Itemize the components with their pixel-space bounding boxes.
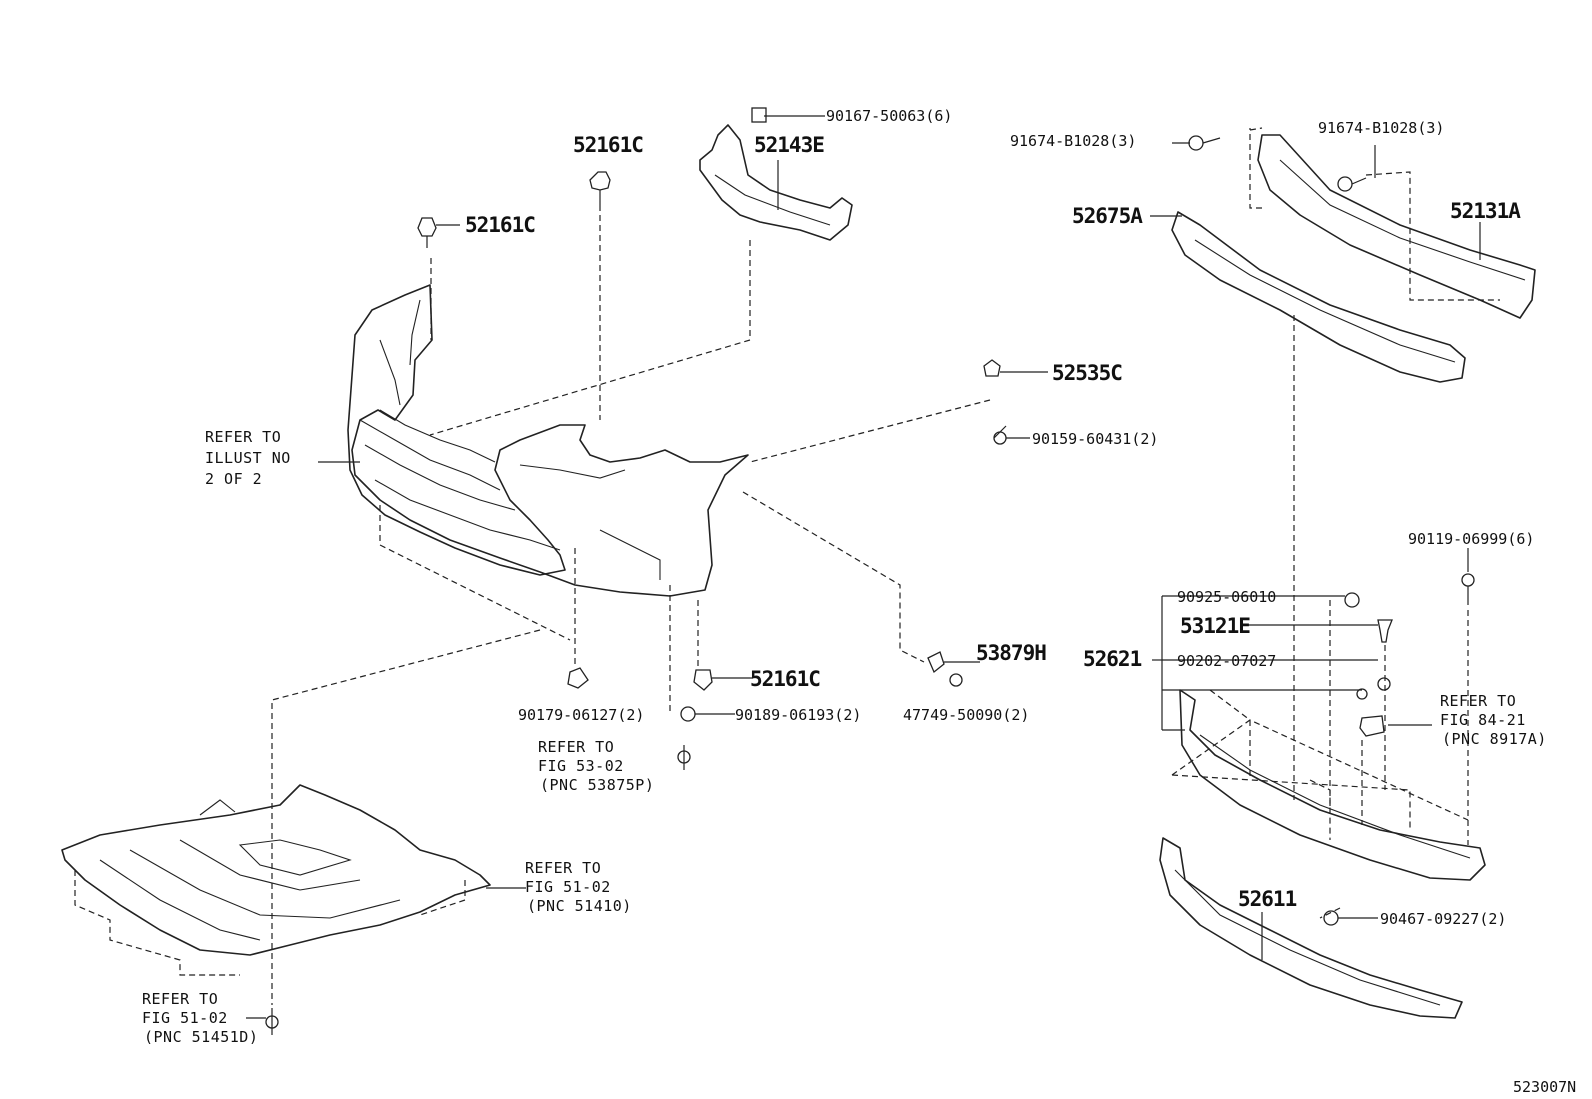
ref-fig51a-line2: FIG 51-02 (525, 878, 611, 896)
label-52675a: 52675A (1072, 204, 1143, 228)
bumper-cover-drawing (347, 284, 749, 597)
label-90167-50063: 90167-50063(6) (826, 107, 952, 125)
ref-fig53-line2: FIG 53-02 (538, 757, 624, 775)
ref-illust-line3: 2 OF 2 (205, 470, 262, 488)
label-52535c: 52535C (1052, 361, 1122, 385)
absorber-52675a-drawing (1171, 211, 1466, 383)
reference-notes: REFER TO ILLUST NO 2 OF 2 REFER TO FIG 5… (142, 428, 1547, 1046)
lower-absorber-52611-drawing (1159, 837, 1463, 1019)
ref-illust-line2: ILLUST NO (205, 449, 291, 467)
ref-fig51b-line2: FIG 51-02 (142, 1009, 228, 1027)
label-53879h: 53879H (976, 641, 1046, 665)
label-52161c-top: 52161C (573, 133, 643, 157)
label-52143e: 52143E (754, 133, 824, 157)
label-90119-06999: 90119-06999(6) (1408, 530, 1534, 548)
label-91674-b1028-right: 91674-B1028(3) (1318, 119, 1444, 137)
part-labels: 52161C 52161C 52143E 90167-50063(6) 9167… (465, 107, 1576, 1096)
label-53121e: 53121E (1180, 614, 1250, 638)
ref-fig53-line1: REFER TO (538, 738, 614, 756)
assembly-lines (74, 127, 1500, 1005)
ref-fig51b-line3: (PNC 51451D) (144, 1028, 258, 1046)
ref-fig51a-line1: REFER TO (525, 859, 601, 877)
label-52611: 52611 (1238, 887, 1297, 911)
label-91674-b1028-left: 91674-B1028(3) (1010, 132, 1136, 150)
ref-fig51a-line3: (PNC 51410) (527, 897, 632, 915)
label-90189-06193: 90189-06193(2) (735, 706, 861, 724)
label-90202-07027: 90202-07027 (1177, 652, 1276, 670)
support-52621-drawing (1179, 689, 1486, 881)
label-90159-60431: 90159-60431(2) (1032, 430, 1158, 448)
label-52131a: 52131A (1450, 199, 1521, 223)
diagram-id: 523007N (1513, 1078, 1576, 1096)
ref-fig84-line1: REFER TO (1440, 692, 1516, 710)
label-90467-09227: 90467-09227(2) (1380, 910, 1506, 928)
label-52621: 52621 (1083, 647, 1142, 671)
leader-lines (246, 115, 1481, 1019)
label-52161c-left: 52161C (465, 213, 535, 237)
ref-illust-line1: REFER TO (205, 428, 281, 446)
ref-fig84-line2: FIG 84-21 (1440, 711, 1526, 729)
ref-fig51b-line1: REFER TO (142, 990, 218, 1008)
label-90925-06010: 90925-06010 (1177, 588, 1276, 606)
label-47749-50090: 47749-50090(2) (903, 706, 1029, 724)
ref-fig53-line3: (PNC 53875P) (540, 776, 654, 794)
reinforcement-52131a-drawing (1257, 134, 1536, 319)
bracket-52143e-drawing (699, 124, 853, 241)
label-52161c-low: 52161C (750, 667, 820, 691)
ref-fig84-line3: (PNC 8917A) (1442, 730, 1547, 748)
undercover-drawing (61, 784, 491, 956)
label-90179-06127: 90179-06127(2) (518, 706, 644, 724)
